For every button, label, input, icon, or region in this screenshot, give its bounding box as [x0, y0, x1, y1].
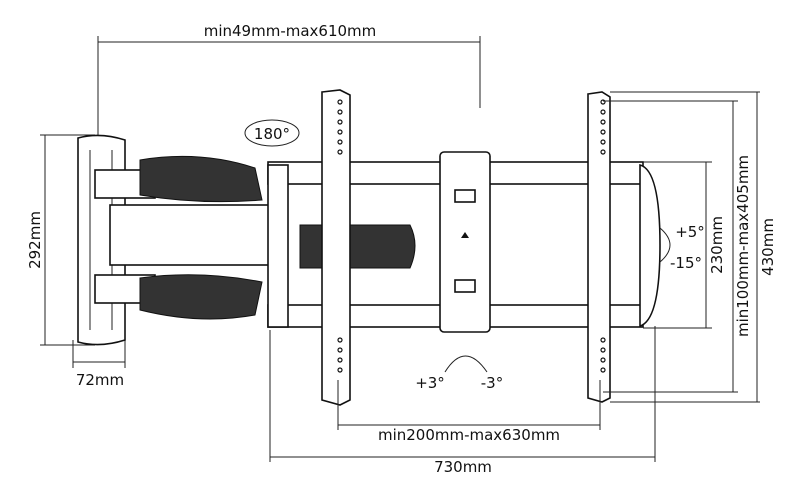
wall-plate-height-dimension: 292mm [26, 134, 95, 346]
wall-plate-width-label: 72mm [76, 371, 124, 389]
arm-extension-label: min49mm-max610mm [204, 22, 377, 40]
wall-plate-height-label: 292mm [26, 211, 44, 269]
bracket-height-label: 230mm [708, 216, 726, 274]
wall-plate-width-dimension: 72mm [72, 340, 126, 389]
arm-extension-dimension: min49mm-max610mm [97, 22, 481, 138]
roll-indicator: +3° -3° [415, 355, 503, 392]
swivel-label: 180° [254, 125, 290, 143]
total-width-label: 730mm [434, 458, 492, 476]
tilt-indicator: +5° -15° [659, 223, 705, 272]
roll-minus-label: -3° [481, 374, 503, 392]
tilt-up-label: +5° [675, 223, 705, 241]
roll-plus-label: +3° [415, 374, 445, 392]
horizontal-vesa-label: min200mm-max630mm [378, 426, 560, 444]
swivel-indicator: 180° [244, 119, 300, 147]
tilt-down-label: -15° [670, 254, 702, 272]
bottom-dimensions: min200mm-max630mm 730mm [269, 326, 656, 476]
tv-frame [267, 151, 661, 333]
vertical-rails [321, 89, 611, 406]
right-dimensions: 230mm min100mm-max405mm 430mm [603, 91, 777, 403]
swing-arms [94, 155, 416, 320]
vertical-vesa-label: min100mm-max405mm [734, 155, 752, 337]
total-height-label: 430mm [759, 218, 777, 276]
mounting-holes [337, 99, 606, 373]
